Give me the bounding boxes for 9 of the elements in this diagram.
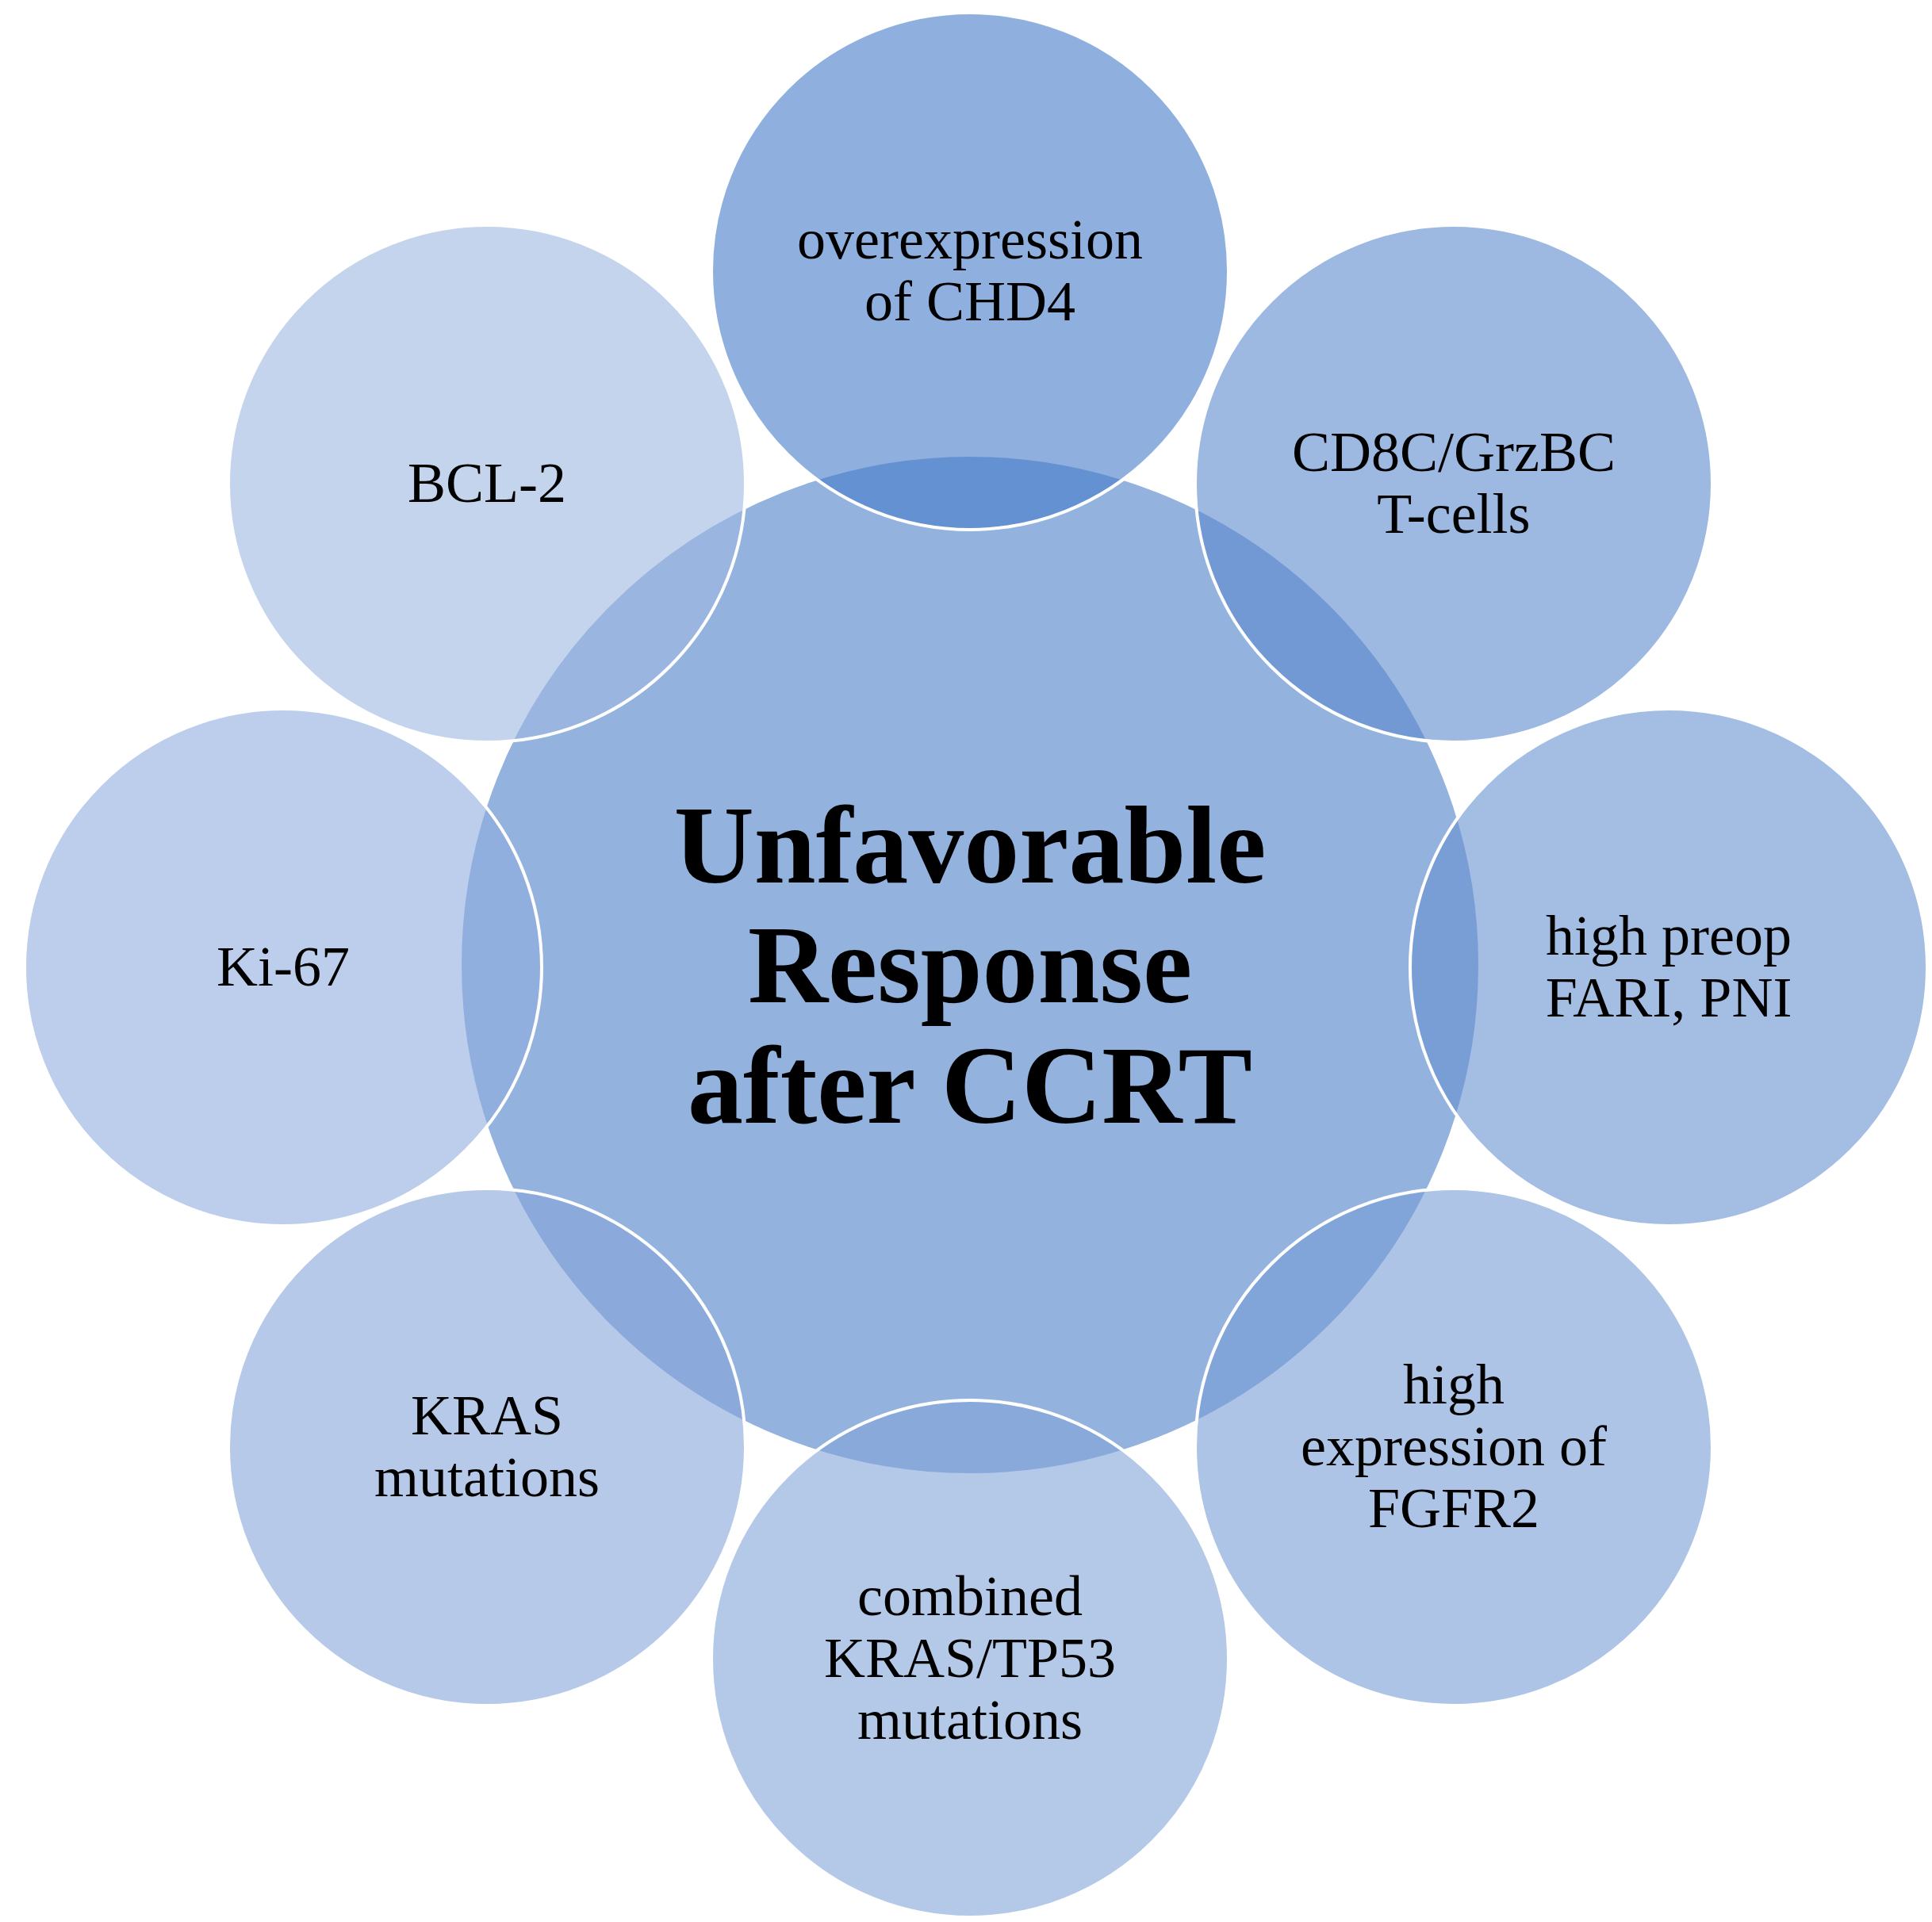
factor-label: CD8C/GrzBC T-cells xyxy=(1291,422,1616,546)
factor-label: overexpression of CHD4 xyxy=(796,209,1144,333)
factor-label: Ki-67 xyxy=(216,936,351,998)
factor-label: high expression of FGFR2 xyxy=(1300,1354,1608,1540)
factor-label: KRAS mutations xyxy=(374,1385,600,1509)
central-label: Unfavorable Response after CCRT xyxy=(673,785,1267,1145)
factor-label: BCL-2 xyxy=(407,453,567,515)
factor-label: combined KRAS/TP53 mutations xyxy=(822,1566,1117,1752)
factor-label: high preop FARI, PNI xyxy=(1544,905,1793,1029)
